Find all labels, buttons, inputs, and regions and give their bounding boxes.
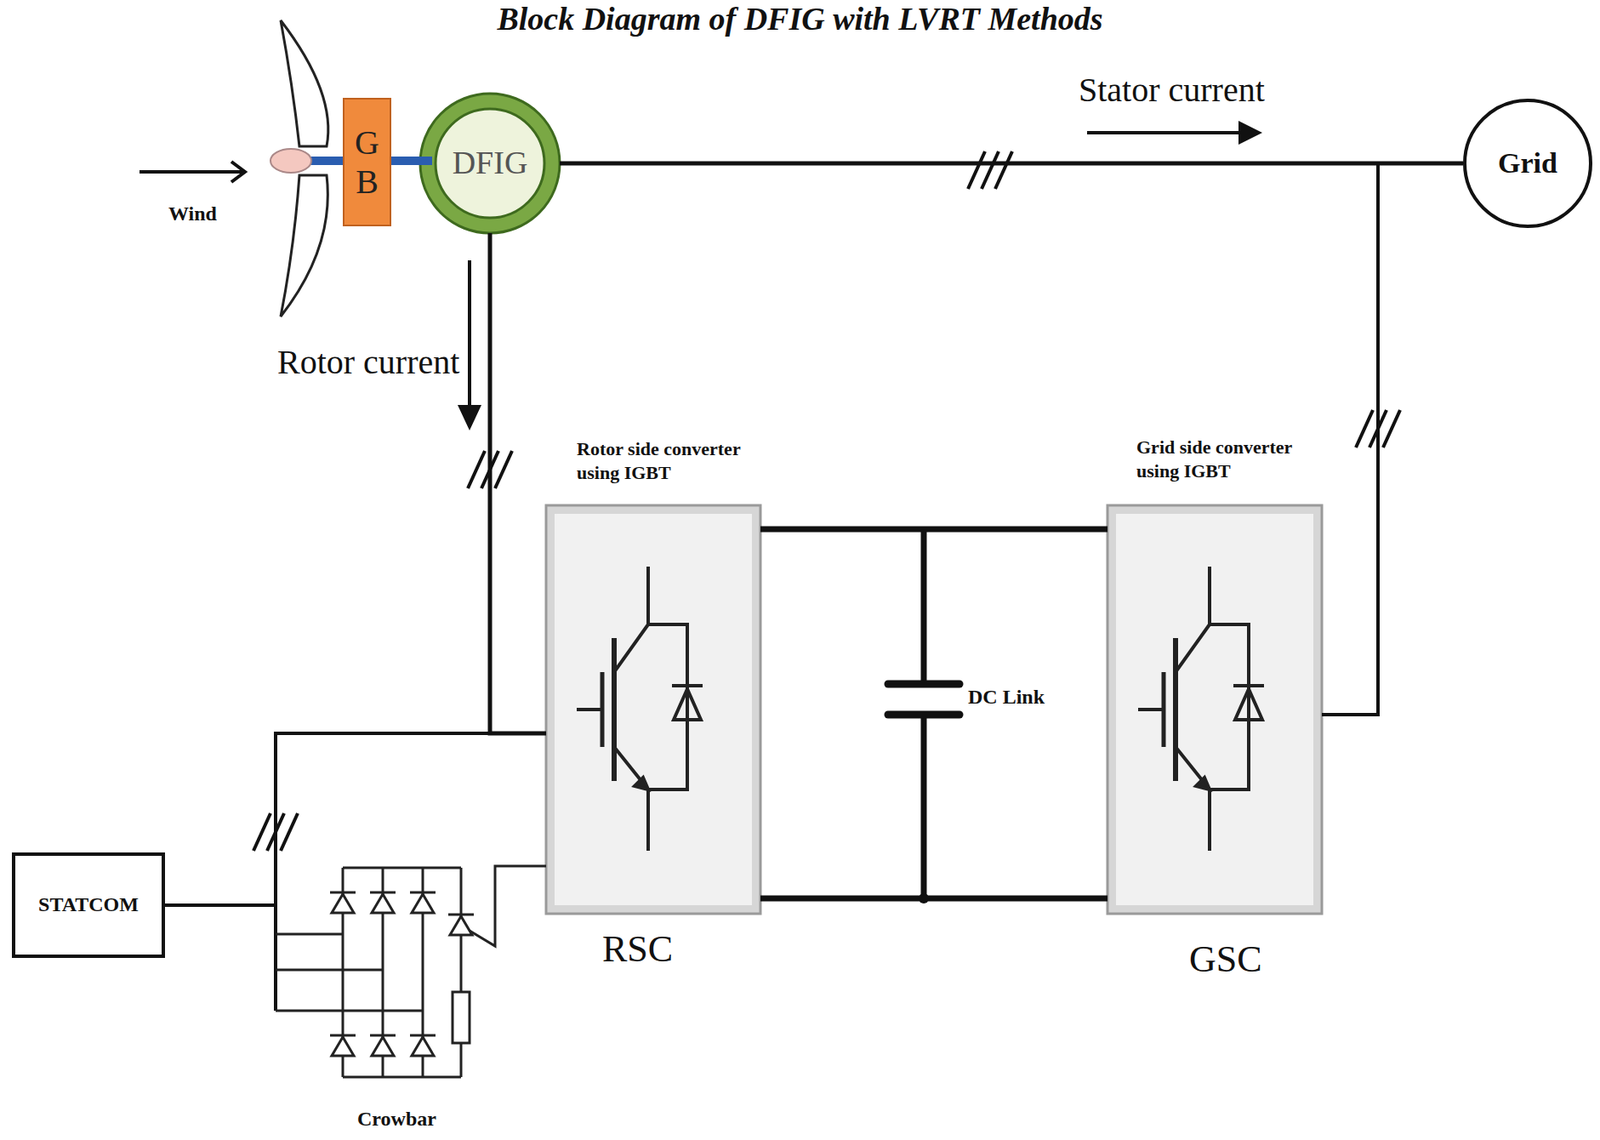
statcom-box: STATCOM bbox=[11, 852, 166, 958]
node-caption: RSC bbox=[602, 925, 673, 973]
converter-box: Grid side converter using IGBTGSC bbox=[1107, 505, 1322, 914]
node-label: DFIG bbox=[452, 144, 529, 183]
node-caption: GSC bbox=[1189, 935, 1263, 983]
wire-connector bbox=[391, 156, 433, 166]
node-label: Rotor side converter using IGBT bbox=[576, 437, 773, 484]
gearbox-box: G B bbox=[342, 97, 392, 227]
annotation-label: Crowbar bbox=[357, 1107, 437, 1131]
diagram-title: Block Diagram of DFIG with LVRT Methods bbox=[0, 0, 1600, 38]
node-label: STATCOM bbox=[38, 893, 139, 917]
wire-connector bbox=[559, 161, 1464, 166]
annotation-label: Wind bbox=[168, 202, 217, 226]
wire-connector bbox=[165, 733, 547, 906]
wire-connector bbox=[760, 529, 1108, 899]
annotation-label: Rotor current bbox=[277, 341, 460, 382]
node-label: Grid bbox=[1497, 146, 1558, 180]
generator-circle: DFIG bbox=[420, 93, 560, 234]
grid-circle: Grid bbox=[1463, 98, 1593, 228]
annotation-label: Stator current bbox=[1078, 69, 1265, 110]
node-label: Grid side converter using IGBT bbox=[1136, 435, 1333, 483]
annotation-label: DC Link bbox=[967, 685, 1045, 709]
converter-box: Rotor side converter using IGBTRSC bbox=[546, 505, 761, 914]
wire-connector bbox=[1321, 163, 1464, 715]
node-label: G B bbox=[350, 123, 385, 202]
wire-connector bbox=[489, 233, 547, 734]
